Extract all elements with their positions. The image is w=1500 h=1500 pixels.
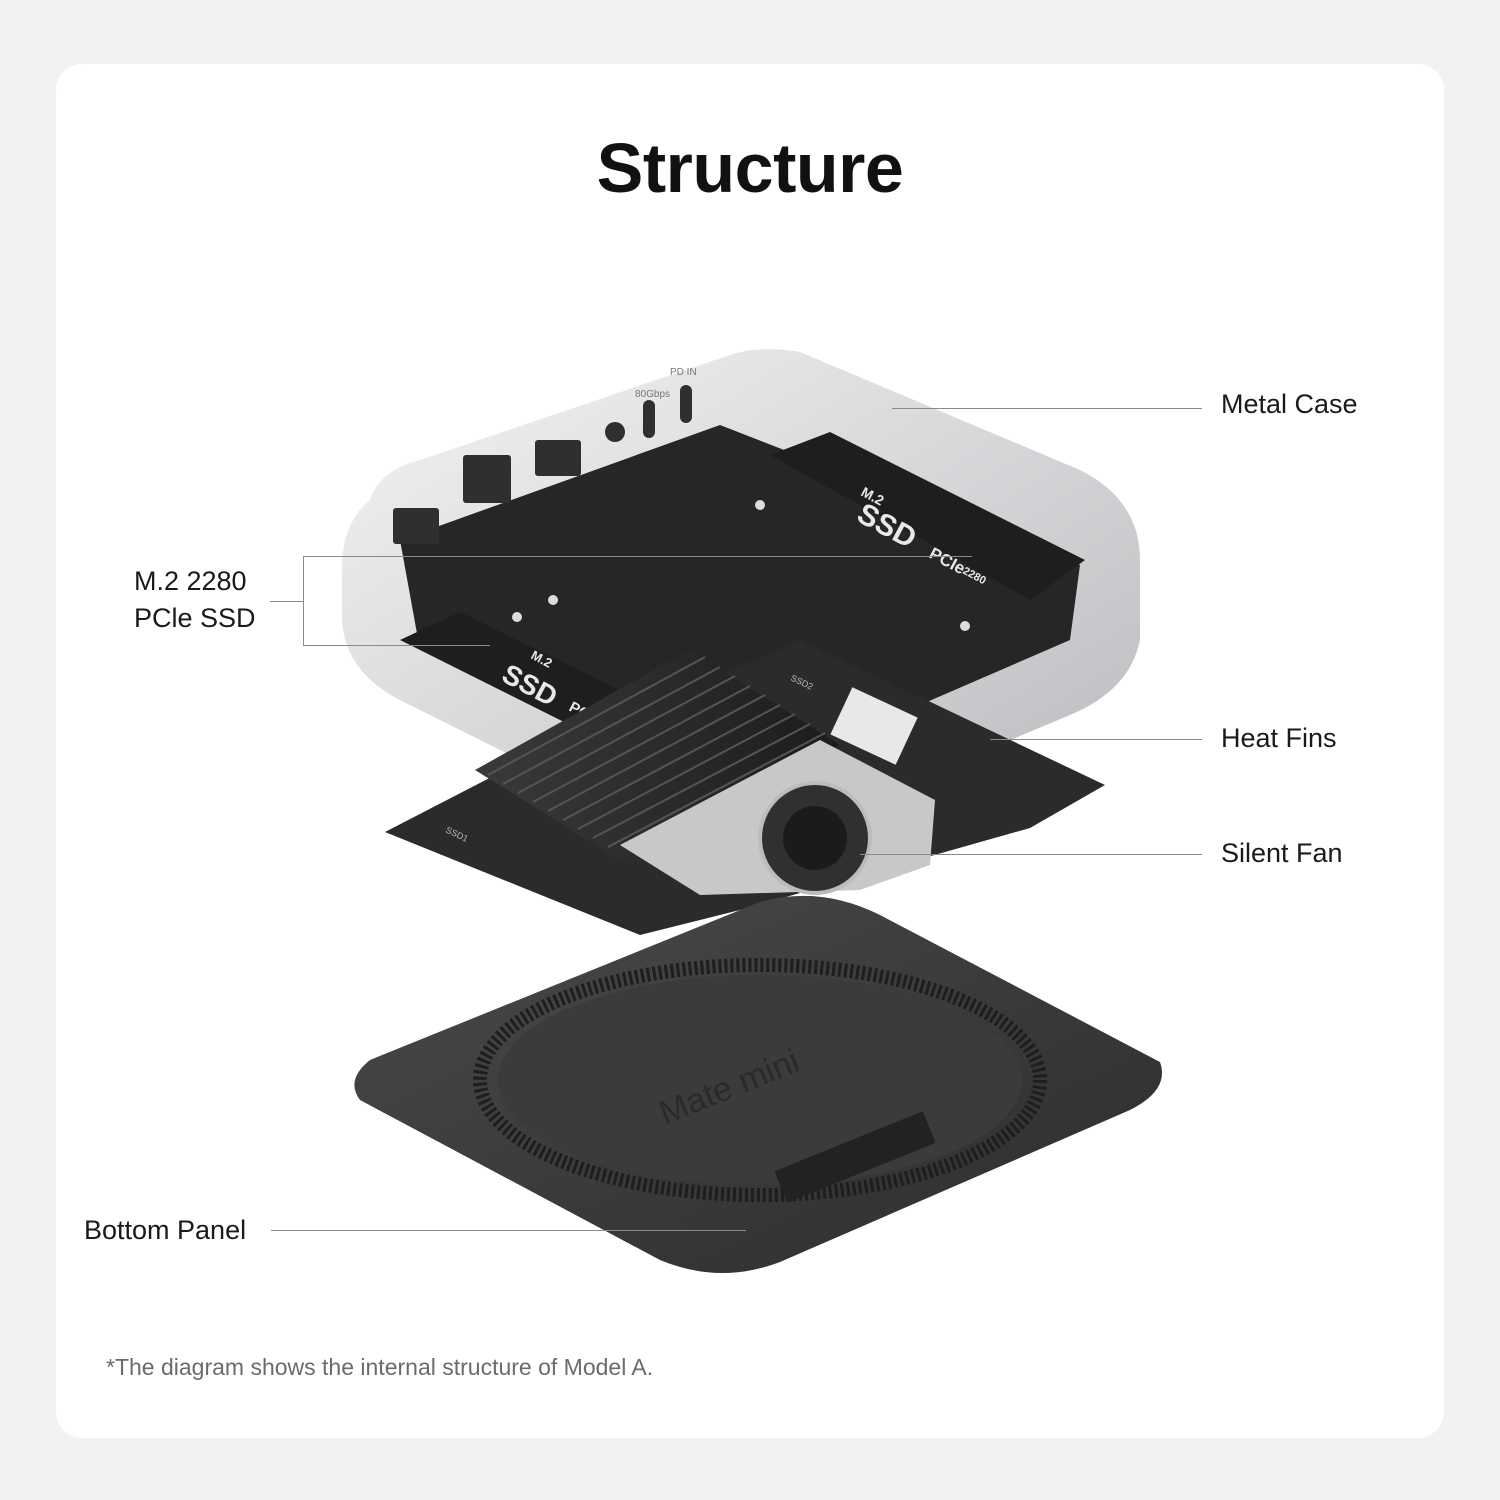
label-bottom-panel: Bottom Panel <box>84 1215 247 1245</box>
page-title: Structure <box>596 129 904 207</box>
label-ssd: M.2 2280 PCle SSD <box>134 563 256 637</box>
metal-case: 80Gbps PD IN M.2 SSD PCIe 2280 M.2 SSD P… <box>342 349 1140 852</box>
usb-c-port-80gbps <box>643 400 655 438</box>
thermal-module: SSD1 SSD2 <box>385 640 1105 935</box>
footnote: *The diagram shows the internal structur… <box>106 1354 654 1380</box>
label-ssd-line2: PCle SSD <box>134 603 256 633</box>
bottom-panel: Mate mini <box>354 895 1162 1274</box>
qr-code-sticker <box>830 687 918 765</box>
label-ssd-line1: M.2 2280 <box>134 566 247 596</box>
ethernet-port <box>463 455 511 503</box>
leader-ssd-upper <box>304 556 972 558</box>
port-label-pd-in: PD IN <box>670 367 697 378</box>
usb-port-right <box>535 440 581 476</box>
leader-metal-case <box>892 408 1202 410</box>
vent-ring <box>473 958 1047 1202</box>
regulatory-label <box>774 1111 936 1203</box>
leader-silent-fan <box>860 854 1202 856</box>
leader-bottom-panel <box>271 1230 746 1232</box>
usb-port-left <box>393 508 439 544</box>
port-label-80gbps: 80Gbps <box>635 389 670 400</box>
usb-c-port-pd-in <box>680 385 692 423</box>
label-heat-fins: Heat Fins <box>1221 723 1337 753</box>
label-metal-case: Metal Case <box>1221 389 1358 419</box>
label-silent-fan: Silent Fan <box>1221 838 1343 868</box>
audio-jack <box>605 422 625 442</box>
leader-ssd-lower <box>304 645 490 647</box>
leader-heat-fins <box>990 739 1202 741</box>
leader-ssd-stub <box>270 601 304 603</box>
